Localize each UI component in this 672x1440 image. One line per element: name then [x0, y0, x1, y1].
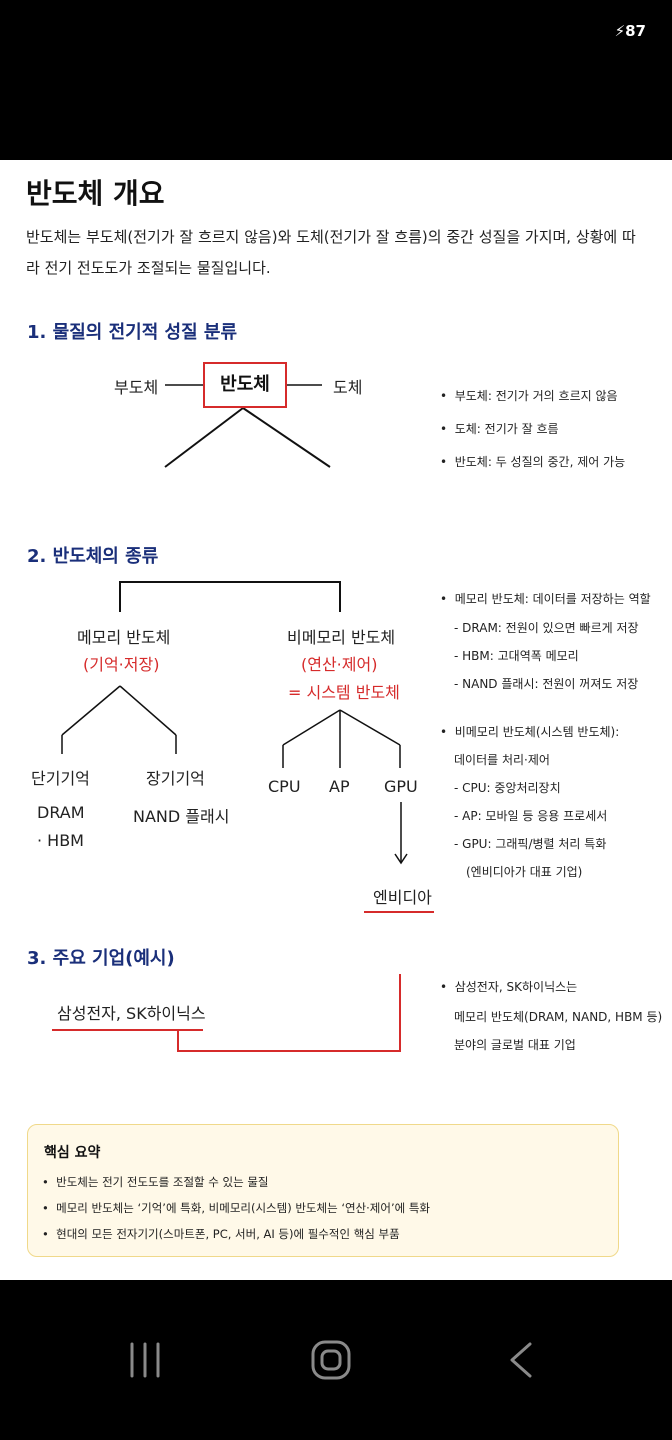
summary-title: 핵심 요약 [44, 1145, 101, 1161]
battery-level: 87 [625, 22, 646, 40]
summary-box: 핵심 요약 • 반도체는 전기 전도도를 조절할 수 있는 물질 • 메모리 반… [27, 1124, 619, 1257]
intro-text: 반도체는 부도체(전기가 잘 흐르지 않음)와 도체(전기가 잘 흐름)의 중간… [26, 228, 636, 277]
short-term-memory-label: 단기기억 [31, 769, 90, 788]
bullet-item: • 도체: 전기가 잘 흐름 [440, 422, 559, 436]
document-view[interactable]: 반도체 개요 반도체는 부도체(전기가 잘 흐르지 않음)와 도체(전기가 잘 … [0, 160, 672, 1280]
hbm-label: · HBM [37, 831, 84, 850]
ap-label: AP [329, 777, 350, 796]
summary-item: • 메모리 반도체는 ‘기억’에 특화, 비메모리(시스템) 반도체는 ‘연산·… [42, 1201, 431, 1215]
companies-label: 삼성전자, SK하이닉스 [57, 1004, 206, 1023]
bullet-subitem: - AP: 모바일 등 응용 프로세서 [454, 809, 608, 823]
bullet-subitem: - DRAM: 전원이 있으면 빠르게 저장 [454, 621, 639, 635]
home-icon[interactable] [311, 1340, 351, 1380]
nvidia-label: 엔비디아 [373, 888, 432, 907]
navigation-bar [0, 1280, 672, 1440]
cpu-label: CPU [268, 777, 301, 796]
gpu-label: GPU [384, 777, 418, 796]
dram-label: DRAM [37, 803, 85, 822]
recent-apps-icon[interactable] [126, 1340, 166, 1380]
bullet-item: • 메모리 반도체: 데이터를 저장하는 역할 [440, 592, 651, 606]
bullet-item: • 반도체: 두 성질의 중간, 제어 가능 [440, 455, 626, 469]
back-icon[interactable] [500, 1338, 540, 1382]
bullet-subitem: - CPU: 중앙처리장치 [454, 781, 561, 795]
semiconductor-box: 반도체 [203, 362, 287, 408]
nonmemory-semiconductor-label: 비메모리 반도체 [287, 628, 396, 647]
system-semiconductor-label: = 시스템 반도체 [288, 683, 400, 702]
bullet-continuation: 메모리 반도체(DRAM, NAND, HBM 등) [454, 1010, 663, 1024]
bullet-item: • 부도체: 전기가 거의 흐르지 않음 [440, 389, 618, 403]
bullet-subitem: - GPU: 그래픽/병렬 처리 특화 [454, 837, 607, 851]
bullet-continuation: 데이터를 처리·제어 [454, 753, 550, 767]
nav-icons [126, 1338, 540, 1382]
section2-title: 2. 반도체의 종류 [27, 546, 159, 567]
insulator-node: 부도체 [114, 378, 159, 397]
memory-semiconductor-label: 메모리 반도체 [77, 628, 171, 647]
summary-item: • 현대의 모든 전자기기(스마트폰, PC, 서버, AI 등)에 필수적인 … [42, 1227, 400, 1241]
bullet-continuation: 분야의 글로벌 대표 기업 [454, 1038, 576, 1052]
battery-indicator: ⚡87 [615, 22, 646, 40]
bullet-subitem: - NAND 플래시: 전원이 꺼져도 저장 [454, 677, 639, 691]
long-term-memory-label: 장기기억 [146, 769, 205, 788]
section1-title: 1. 물질의 전기적 성질 분류 [27, 322, 238, 343]
conductor-node: 도체 [333, 378, 363, 397]
page-title: 반도체 개요 [26, 177, 165, 210]
nonmemory-sub-label: (연산·제어) [301, 655, 378, 674]
bullet-item: • 삼성전자, SK하이닉스는 [440, 980, 578, 994]
bullet-item: • 비메모리 반도체(시스템 반도체): [440, 725, 620, 739]
status-bar: ⚡87 [0, 0, 672, 160]
summary-item: • 반도체는 전기 전도도를 조절할 수 있는 물질 [42, 1175, 269, 1189]
bullet-continuation: (엔비디아가 대표 기업) [466, 865, 583, 879]
bullet-subitem: - HBM: 고대역폭 메모리 [454, 649, 579, 663]
section3-title: 3. 주요 기업(예시) [27, 948, 175, 969]
diagram-lines [52, 384, 434, 1052]
memory-sub-label: (기억·저장) [83, 655, 160, 674]
nand-label: NAND 플래시 [133, 807, 230, 826]
charging-icon: ⚡ [614, 22, 626, 40]
